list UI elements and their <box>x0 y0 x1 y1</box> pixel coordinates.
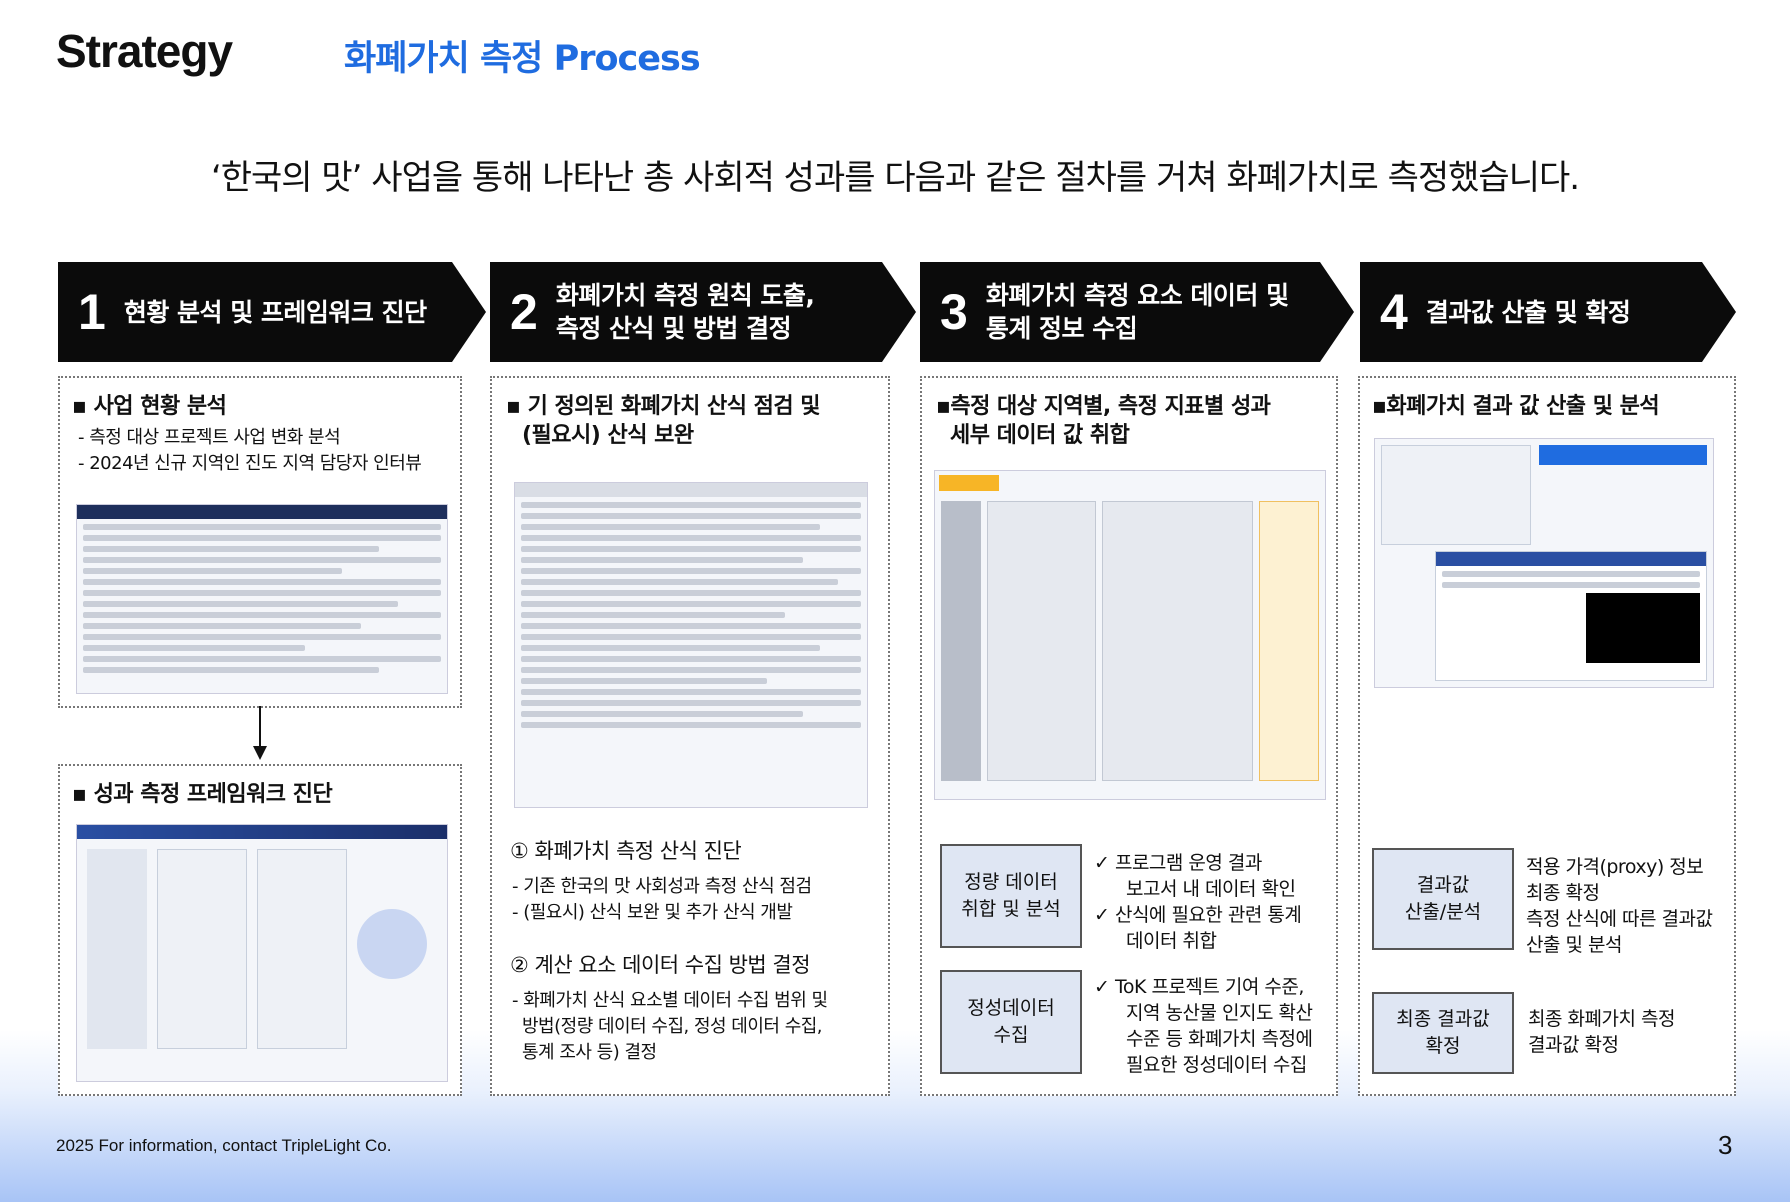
text-line: - 2024년 신규 지역인 진도 지역 담당자 인터뷰 <box>78 453 422 474</box>
panel-data-collection: ▪측정 대상 지역별, 측정 지표별 성과 세부 데이터 값 취합 정량 데이터… <box>920 376 1338 1096</box>
check-item: ✓ 산식에 필요한 관련 통계 <box>1094 904 1302 926</box>
step-title-line1: 화폐가치 측정 원칙 도출, <box>555 281 815 310</box>
step-title-line1: 화폐가치 측정 요소 데이터 및 <box>985 281 1289 310</box>
bullet-heading-line2: (필요시) 산식 보완 <box>522 423 694 448</box>
description-line: 최종 확정 <box>1526 882 1600 904</box>
check-item-cont: 필요한 정성데이터 수집 <box>1126 1054 1307 1076</box>
step-title-line2: 측정 산식 및 방법 결정 <box>555 314 792 343</box>
step-number: 2 <box>510 284 538 340</box>
check-item: ✓ ToK 프로젝트 기여 수준, <box>1094 976 1304 998</box>
bullet-heading: ▪ 성과 측정 프레임워크 진단 <box>72 782 333 807</box>
sub-heading: ① 화폐가치 측정 산식 진단 <box>510 839 742 863</box>
step-title: 현황 분석 및 프레임워크 진단 <box>123 297 427 327</box>
description-line: 측정 산식에 따른 결과값 <box>1526 908 1713 930</box>
step-number: 1 <box>78 284 106 340</box>
down-arrow-icon <box>253 706 267 760</box>
box-label-line2: 취합 및 분석 <box>961 898 1061 920</box>
formula-table-thumbnail <box>514 482 868 808</box>
bullet-heading: ▪화폐가치 결과 값 산출 및 분석 <box>1372 394 1660 419</box>
description-line: 최종 화폐가치 측정 <box>1528 1008 1675 1030</box>
intro-sentence: ‘한국의 맛’ 사업을 통해 나타난 총 사회적 성과를 다음과 같은 절차를 … <box>210 158 1580 198</box>
check-item: ✓ 프로그램 운영 결과 <box>1094 852 1262 874</box>
text-line: 통계 조사 등) 결정 <box>522 1042 657 1063</box>
framework-diagram-thumbnail <box>76 824 448 1082</box>
check-item-cont: 보고서 내 데이터 확인 <box>1126 878 1296 900</box>
interview-table-thumbnail <box>76 504 448 694</box>
box-label-line2: 산출/분석 <box>1404 901 1482 923</box>
step-arrow-4 <box>1360 262 1736 362</box>
step-arrow-2 <box>490 262 916 362</box>
panel-formula-review: ▪ 기 정의된 화폐가치 산식 점검 및 (필요시) 산식 보완 ① 화폐가치 … <box>490 376 890 1096</box>
step-arrow-3 <box>920 262 1354 362</box>
footer-note: 2025 For information, contact TripleLigh… <box>56 1136 392 1155</box>
description-line: 적용 가격(proxy) 정보 <box>1526 856 1704 878</box>
panel-business-analysis: ▪ 사업 현황 분석 - 측정 대상 프로젝트 사업 변화 분석 - 2024년… <box>58 376 462 708</box>
page-number: 3 <box>1718 1130 1733 1160</box>
step-arrows <box>58 262 1736 362</box>
page-subtitle: 화폐가치 측정 Process <box>344 39 701 79</box>
data-flow-thumbnail <box>934 470 1326 800</box>
check-item-cont: 데이터 취합 <box>1126 930 1217 952</box>
step-number: 3 <box>940 284 968 340</box>
step-number: 4 <box>1380 284 1408 340</box>
bullet-heading-line2: 세부 데이터 값 취합 <box>950 423 1130 448</box>
check-item-cont: 수준 등 화폐가치 측정에 <box>1126 1028 1313 1050</box>
step-title-line2: 통계 정보 수집 <box>985 314 1138 343</box>
text-line: - 기존 한국의 맛 사회성과 측정 산식 점검 <box>512 876 812 897</box>
text-line: - 측정 대상 프로젝트 사업 변화 분석 <box>78 427 341 448</box>
box-label-line1: 결과값 <box>1416 874 1470 896</box>
box-label-line1: 정성데이터 <box>967 997 1055 1019</box>
panel-framework-diagnosis: ▪ 성과 측정 프레임워크 진단 <box>58 764 462 1096</box>
step-title: 결과값 산출 및 확정 <box>1425 297 1631 327</box>
bullet-heading-line1: ▪ 기 정의된 화폐가치 산식 점검 및 <box>506 394 821 419</box>
box-label-line2: 수집 <box>993 1024 1029 1046</box>
bullet-heading-line1: ▪측정 대상 지역별, 측정 지표별 성과 <box>936 394 1271 419</box>
bullet-heading: ▪ 사업 현황 분석 <box>72 394 227 419</box>
step-arrow-1 <box>58 262 486 362</box>
step-2: 2 화폐가치 측정 원칙 도출, 측정 산식 및 방법 결정 <box>490 262 880 362</box>
description-line: 산출 및 분석 <box>1526 934 1622 956</box>
step-4: 4 결과값 산출 및 확정 <box>1360 262 1700 362</box>
text-line: - 화폐가치 산식 요소별 데이터 수집 범위 및 <box>512 990 828 1011</box>
box-label-line1: 최종 결과값 <box>1396 1008 1490 1030</box>
text-line: - (필요시) 산식 보완 및 추가 산식 개발 <box>512 902 793 923</box>
description-line: 결과값 확정 <box>1528 1034 1619 1056</box>
text-line: 방법(정량 데이터 수집, 정성 데이터 수집, <box>522 1016 823 1037</box>
brand-title: Strategy <box>56 25 233 77</box>
check-item-cont: 지역 농산물 인지도 확산 <box>1126 1002 1313 1024</box>
result-summary-thumbnail <box>1374 438 1714 688</box>
step-1: 1 현황 분석 및 프레임워크 진단 <box>58 262 448 362</box>
sub-heading: ② 계산 요소 데이터 수집 방법 결정 <box>510 953 811 977</box>
box-label-line1: 정량 데이터 <box>964 871 1058 893</box>
box-label-line2: 확정 <box>1425 1035 1461 1057</box>
